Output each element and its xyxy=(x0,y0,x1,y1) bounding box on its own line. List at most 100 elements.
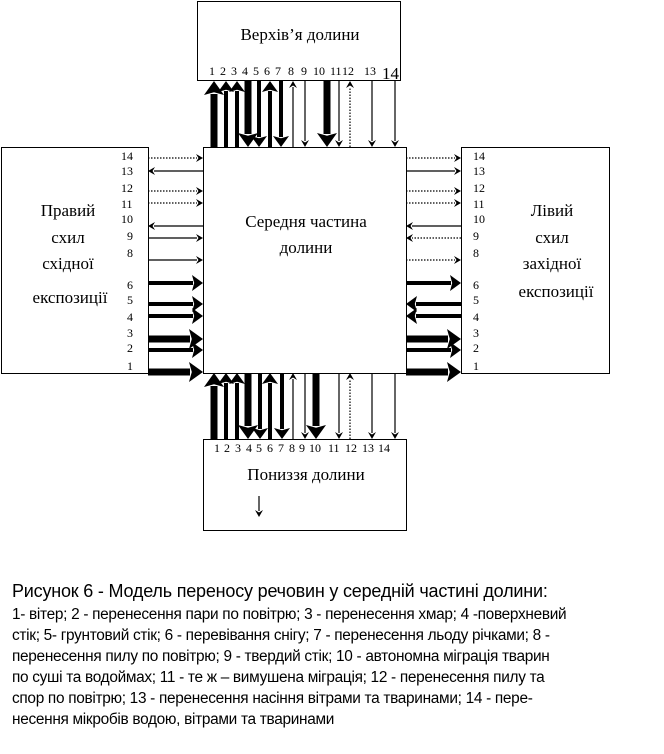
flow-arrow-top-4 xyxy=(238,81,258,147)
caption-legend: 1- вітер; 2 - перенесення пари по повітр… xyxy=(12,604,660,730)
flow-number-left-4: 4 xyxy=(127,310,133,324)
caption-line: несення мікробів водою, вітрами та твари… xyxy=(12,711,335,728)
flow-number-left-10: 10 xyxy=(121,212,133,226)
flow-number-bottom-9: 9 xyxy=(299,441,305,455)
flow-number-left-11: 11 xyxy=(121,197,133,211)
flow-number-left-14: 14 xyxy=(121,149,133,163)
flow-number-right-1: 1 xyxy=(473,359,479,373)
figure-caption: Рисунок 6 - Модель переносу речовин у се… xyxy=(12,578,660,730)
flow-number-right-5: 5 xyxy=(473,293,479,307)
flow-arrow-bottom-14 xyxy=(391,373,399,439)
flow-arrow-right-13 xyxy=(406,167,461,175)
flow-number-bottom-8: 8 xyxy=(289,441,295,455)
flow-arrow-bottom-2 xyxy=(218,373,234,439)
flow-arrow-top-11 xyxy=(335,81,343,147)
flow-arrow-right-14 xyxy=(406,154,461,162)
flow-arrow-left-10 xyxy=(148,222,203,230)
flow-arrow-right-2 xyxy=(406,342,461,358)
flow-number-top-6: 6 xyxy=(264,64,270,78)
flow-number-right-13: 13 xyxy=(473,164,485,178)
caption-line: 1- вітер; 2 - перенесення пари по повітр… xyxy=(12,606,567,623)
flow-number-bottom-1: 1 xyxy=(214,441,220,455)
lower-outflow-arrow xyxy=(255,496,263,517)
flow-number-bottom-4: 4 xyxy=(246,441,252,455)
flow-number-bottom-3: 3 xyxy=(235,441,241,455)
flow-arrow-top-13 xyxy=(368,81,376,147)
flow-arrow-bottom-5 xyxy=(252,373,268,439)
flow-number-left-8: 8 xyxy=(127,246,133,260)
flow-arrow-bottom-6 xyxy=(262,373,278,439)
flow-arrow-right-6 xyxy=(406,275,461,291)
flow-arrow-bottom-3 xyxy=(229,373,245,439)
flow-number-right-10: 10 xyxy=(473,212,485,226)
flow-number-left-6: 6 xyxy=(127,278,133,292)
left-slope-box: Правий схил східної експозиції xyxy=(1,147,149,374)
flow-arrow-top-7 xyxy=(273,81,289,147)
flow-number-top-7: 7 xyxy=(275,64,281,78)
flow-arrow-bottom-12 xyxy=(346,373,354,439)
flow-number-left-3: 3 xyxy=(127,326,133,340)
flow-number-left-2: 2 xyxy=(127,341,133,355)
flow-number-bottom-10: 10 xyxy=(309,441,321,455)
flow-number-top-11: 11 xyxy=(330,64,342,78)
flow-number-bottom-14: 14 xyxy=(378,441,390,455)
flow-arrow-right-11 xyxy=(406,199,461,207)
flow-arrow-left-11 xyxy=(148,199,203,207)
flow-arrow-left-6 xyxy=(148,275,203,291)
flow-arrow-left-4 xyxy=(148,308,203,324)
flow-number-left-9: 9 xyxy=(127,229,133,243)
right-slope-label-1: Лівий xyxy=(530,201,574,220)
flow-arrow-top-8 xyxy=(289,81,297,147)
flow-arrow-right-1 xyxy=(406,362,461,382)
flow-number-left-5: 5 xyxy=(127,293,133,307)
flow-number-left-12: 12 xyxy=(121,181,133,195)
flow-number-right-6: 6 xyxy=(473,278,479,292)
lower-valley-label: Пониззя долини xyxy=(247,465,365,484)
flow-arrow-left-2 xyxy=(148,342,203,358)
flow-arrow-top-12 xyxy=(346,81,354,147)
upper-valley-box: Верхів’я долини xyxy=(197,1,401,81)
flow-arrow-right-5 xyxy=(406,296,461,312)
upper-valley-label: Верхів’я долини xyxy=(240,25,360,44)
flow-number-top-9: 9 xyxy=(301,64,307,78)
flow-number-left-13: 13 xyxy=(121,164,133,178)
flow-number-bottom-7: 7 xyxy=(278,441,284,455)
flow-number-top-10: 10 xyxy=(313,64,325,78)
flow-number-top-4: 4 xyxy=(242,64,248,78)
flow-number-bottom-13: 13 xyxy=(362,441,374,455)
flow-arrow-right-9 xyxy=(406,234,461,242)
flow-arrow-left-5 xyxy=(148,296,203,312)
flow-arrow-bottom-8 xyxy=(289,373,297,439)
flow-arrow-left-13 xyxy=(148,167,203,175)
flow-number-bottom-2: 2 xyxy=(224,441,230,455)
flow-number-top-13: 13 xyxy=(364,64,376,78)
caption-line: спор по повітрю; 13 - перенесення насінн… xyxy=(12,690,533,707)
flow-arrow-left-12 xyxy=(148,187,203,195)
caption-line: по суші та водоймах; 11 - те ж – вимушен… xyxy=(12,669,545,686)
right-slope-label-3: західної xyxy=(522,254,582,273)
flow-arrow-top-2 xyxy=(218,81,234,147)
flow-number-top-14: 14 xyxy=(382,64,399,83)
center-label-1: Середня частина xyxy=(245,212,367,231)
flow-diagram xyxy=(148,81,461,517)
flow-arrow-top-14 xyxy=(391,81,399,147)
left-slope-label-2: схил xyxy=(51,228,85,247)
flow-arrow-left-3 xyxy=(148,329,203,349)
flow-arrow-right-10 xyxy=(406,222,461,230)
flow-number-top-2: 2 xyxy=(220,64,226,78)
flow-number-right-9: 9 xyxy=(473,229,479,243)
flow-arrow-right-3 xyxy=(406,329,461,349)
flow-number-bottom-6: 6 xyxy=(267,441,273,455)
flow-number-bottom-12: 12 xyxy=(345,441,357,455)
flow-number-right-4: 4 xyxy=(473,310,479,324)
flow-arrow-right-4 xyxy=(406,308,461,324)
center-label-2: долини xyxy=(279,238,333,257)
flow-arrow-bottom-11 xyxy=(335,373,343,439)
flow-number-left-1: 1 xyxy=(127,359,133,373)
flow-arrow-left-1 xyxy=(148,362,203,382)
flow-arrow-bottom-13 xyxy=(368,373,376,439)
flow-arrow-top-10 xyxy=(317,81,337,147)
flow-number-right-14: 14 xyxy=(473,149,485,163)
flow-arrow-left-9 xyxy=(148,234,203,242)
flow-number-right-3: 3 xyxy=(473,326,479,340)
